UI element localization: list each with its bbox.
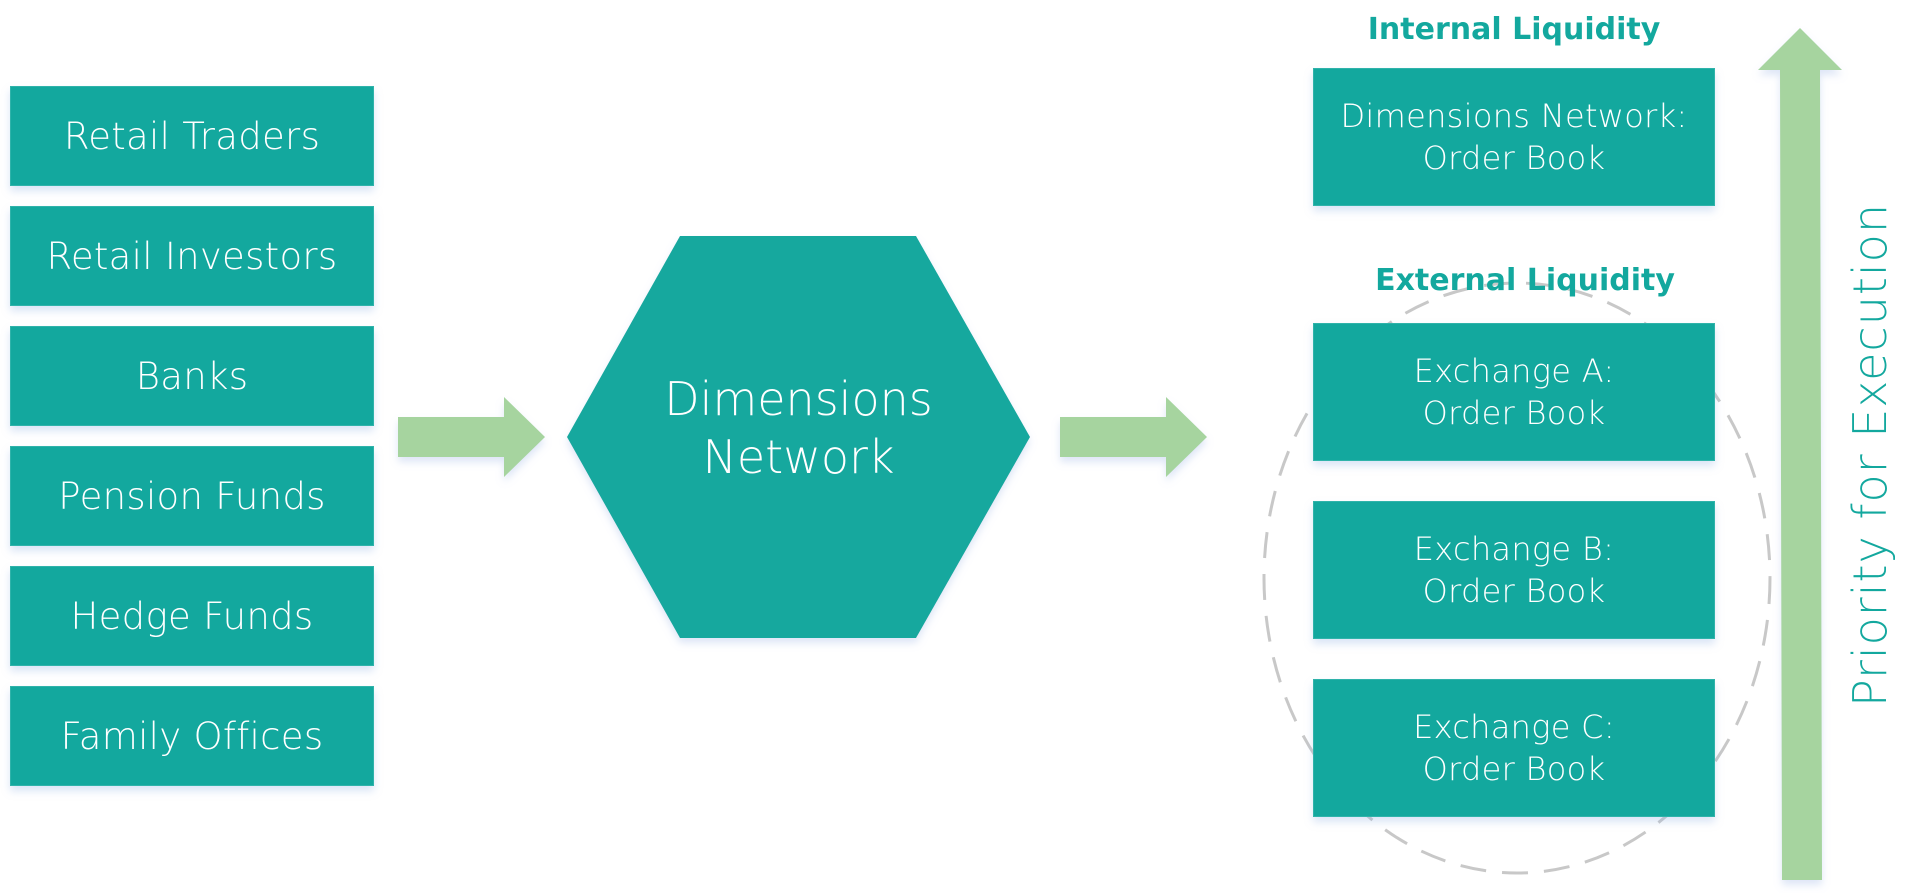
priority-up-arrow (1758, 28, 1842, 880)
orderbook-title: Dimensions Network: (1340, 97, 1688, 135)
participant-label: Pension Funds (58, 474, 326, 518)
participant-pension-funds: Pension Funds (10, 446, 374, 546)
participant-label: Hedge Funds (70, 594, 314, 638)
participant-hedge-funds: Hedge Funds (10, 566, 374, 666)
hub-line-1: Dimensions (664, 372, 933, 426)
arrow-right-to-network (398, 397, 545, 477)
participant-retail-traders: Retail Traders (10, 86, 374, 186)
orderbook-title: Exchange C: (1413, 708, 1615, 746)
participant-label: Retail Traders (63, 114, 321, 158)
participant-label: Retail Investors (46, 234, 338, 278)
network-hexagon (567, 236, 1030, 638)
orderbook-subtitle: Order Book (1422, 572, 1606, 610)
external-liquidity-heading: External Liquidity (1375, 263, 1675, 298)
orderbook-subtitle: Order Book (1422, 394, 1606, 432)
participant-banks: Banks (10, 326, 374, 426)
participant-family-offices: Family Offices (10, 686, 374, 786)
orderbook-title: Exchange A: (1413, 352, 1615, 390)
network-hub-label: Dimensions Network (567, 370, 1030, 486)
participant-retail-investors: Retail Investors (10, 206, 374, 306)
arrow-right-to-orderbooks (1060, 397, 1207, 477)
participant-label: Family Offices (60, 714, 324, 758)
orderbook-exchange-c: Exchange C: Order Book (1313, 679, 1715, 817)
orderbook-exchange-b: Exchange B: Order Book (1313, 501, 1715, 639)
external-liquidity-outline (1262, 281, 1772, 875)
orderbook-title: Exchange B: (1413, 530, 1615, 568)
hub-line-2: Network (702, 430, 895, 484)
orderbook-exchange-a: Exchange A: Order Book (1313, 323, 1715, 461)
orderbook-subtitle: Order Book (1422, 750, 1606, 788)
internal-liquidity-heading: Internal Liquidity (1367, 12, 1661, 47)
participant-label: Banks (135, 354, 249, 398)
priority-axis-label: Priority for Execution (1843, 203, 1897, 707)
orderbook-dimensions-network: Dimensions Network: Order Book (1313, 68, 1715, 206)
orderbook-subtitle: Order Book (1422, 139, 1606, 177)
